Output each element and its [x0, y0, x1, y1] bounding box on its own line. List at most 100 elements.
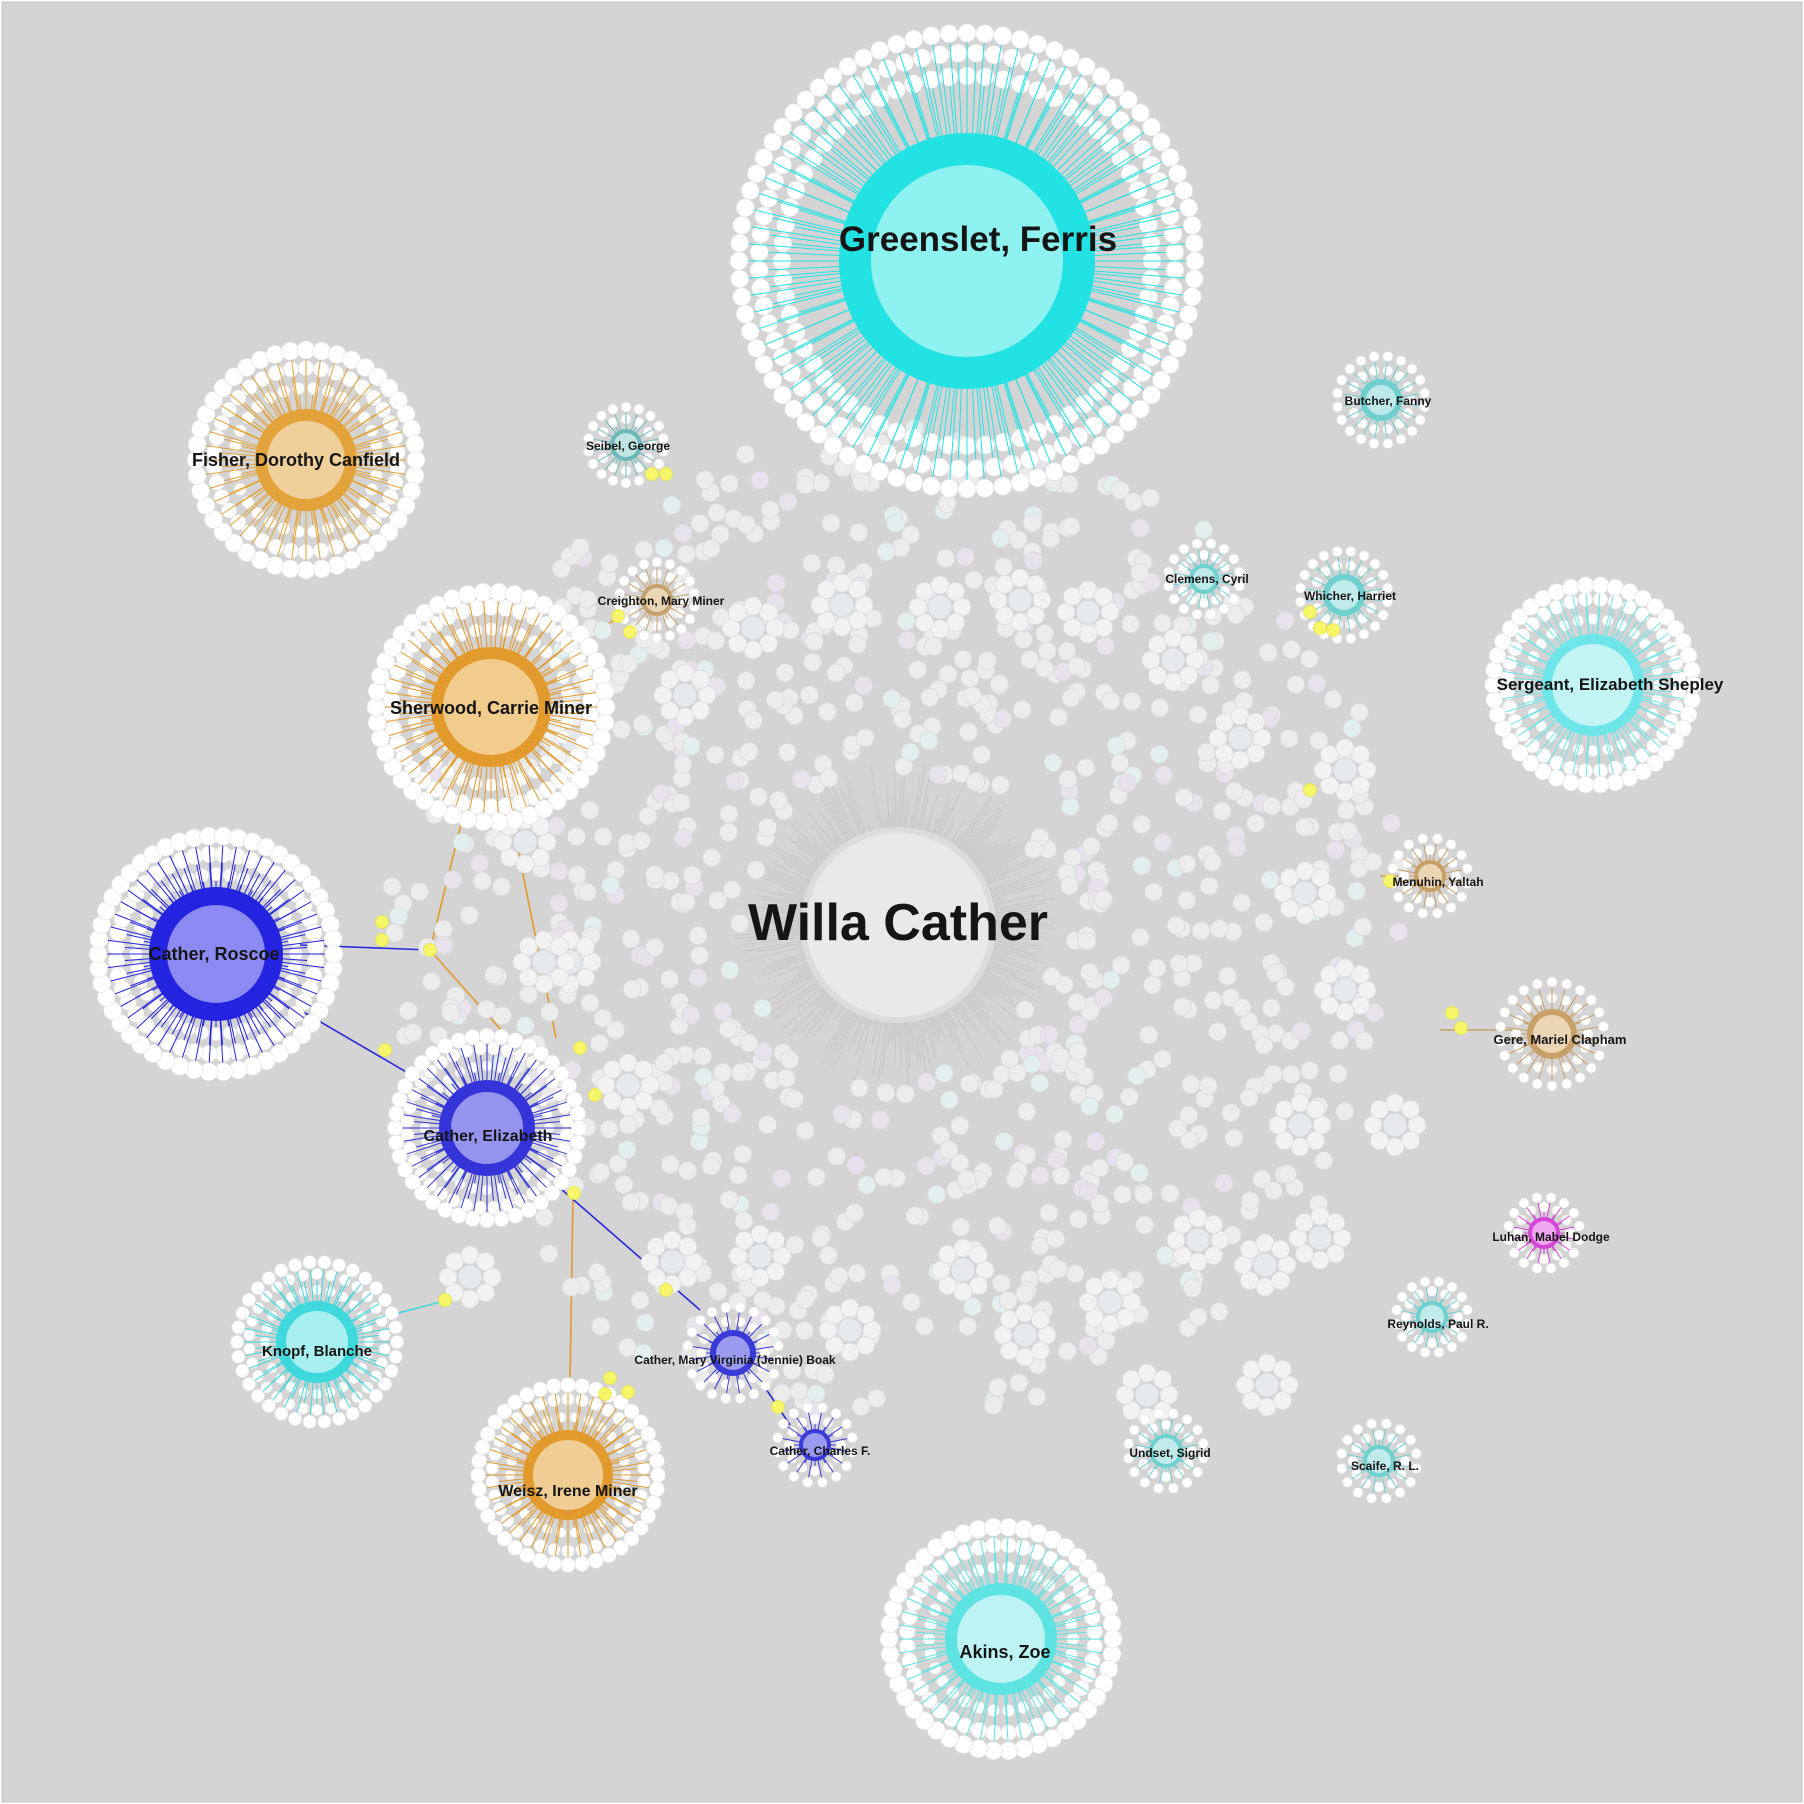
hub-label-menuhin[interactable]: Menuhin, Yaltah [1392, 875, 1483, 889]
center-leaf-node [577, 882, 597, 902]
hub-label-maryvirginia[interactable]: Cather, Mary Virginia (Jennie) Boak [634, 1353, 836, 1367]
satellite-node [1252, 1252, 1278, 1278]
hub-leaf-node [1344, 363, 1356, 375]
hub-leaf-node [809, 425, 829, 444]
satellite-node [1134, 1382, 1160, 1408]
hub-label-creighton[interactable]: Creighton, Mary Miner [598, 594, 725, 608]
hub-leaf-node [1507, 1062, 1518, 1074]
hub-label-scaife[interactable]: Scaife, R. L. [1351, 1459, 1419, 1473]
hub-label-reynolds[interactable]: Reynolds, Paul R. [1387, 1317, 1488, 1331]
hub-leaf-node [887, 34, 906, 54]
hub-label-elizabeth[interactable]: Cather, Elizabeth [424, 1128, 553, 1145]
hub-leaf-node [1594, 1007, 1605, 1018]
center-leaf-node [1060, 876, 1079, 896]
hub-label-whicher[interactable]: Whicher, Harriet [1304, 589, 1396, 603]
hub-label-akins[interactable]: Akins, Zoe [959, 1642, 1050, 1662]
hub-label-undset[interactable]: Undset, Sigrid [1129, 1446, 1210, 1460]
hub-leaf-node [288, 1258, 303, 1273]
hub-leaf-node [754, 148, 774, 167]
hub-leaf-node [1377, 609, 1389, 621]
hub-leaf-node [1142, 155, 1161, 175]
hub-leaf-node [1563, 594, 1579, 610]
center-leaf-node [1276, 977, 1295, 997]
hub-leaf-node [773, 1340, 784, 1352]
hub-leaf-node [1191, 608, 1203, 620]
hub-leaf-node [1105, 78, 1125, 97]
hub-label-charles[interactable]: Cather, Charles F. [770, 1444, 871, 1458]
hub-leaf-node [1518, 1257, 1530, 1269]
hub-leaf-node [1549, 755, 1565, 771]
hub-leaf-node [1210, 594, 1222, 606]
hub-leaf-node [1417, 833, 1428, 845]
center-leaf-node [939, 1090, 959, 1110]
hub-leaf-node [698, 1333, 710, 1345]
center-leaf-node [1291, 1022, 1310, 1041]
center-leaf-node [1093, 889, 1113, 909]
hub-leaf-node [213, 415, 230, 431]
connector-dot [573, 1041, 587, 1055]
hub-label-butcher[interactable]: Butcher, Fanny [1345, 394, 1432, 408]
hub-leaf-node [1177, 585, 1189, 597]
center-leaf-node [1240, 1191, 1260, 1211]
hub-leaf-node [1181, 1414, 1193, 1425]
hub-leaf-node [830, 1471, 842, 1482]
hub-label-sergeant[interactable]: Sergeant, Elizabeth Shepley [1497, 675, 1724, 694]
hub-leaf-node [325, 1402, 338, 1415]
hub-label-luhan[interactable]: Luhan, Mabel Dodge [1492, 1230, 1610, 1244]
hub-leaf-node [1111, 148, 1131, 168]
hub-leaf-node [265, 345, 285, 364]
center-leaf-node [893, 709, 912, 729]
hub-leaf-node [809, 1413, 821, 1425]
hub-label-seibel[interactable]: Seibel, George [586, 439, 670, 453]
hub-leaf-node [1139, 1414, 1151, 1425]
center-leaf-node [1077, 931, 1097, 951]
hub-leaf-node [231, 1320, 246, 1335]
hub-leaf-node [547, 1543, 561, 1557]
hub-leaf-node [388, 1105, 405, 1122]
hub-leaf-node [1369, 620, 1381, 632]
center-leaf-node [1349, 703, 1369, 722]
hub-leaf-node [759, 189, 778, 208]
hub-leaf-node [773, 385, 792, 405]
hub-label-gere[interactable]: Gere, Mariel Clapham [1494, 1032, 1627, 1047]
hub-leaf-node [500, 1514, 515, 1528]
hub-leaf-node [841, 1460, 852, 1472]
hub-leaf-node [627, 565, 638, 577]
hub-leaf-node [768, 1368, 780, 1380]
hub-label-roscoe[interactable]: Cather, Roscoe [148, 944, 279, 964]
satellite-node [829, 592, 855, 618]
hub-leaf-node [1518, 1197, 1530, 1209]
connector-dot [588, 1088, 602, 1102]
center-leaf-node [1134, 1185, 1154, 1204]
hub-leaf-node [568, 748, 587, 766]
hub-cluster-greenslet [729, 23, 1205, 499]
satellite-leaf-node [856, 1305, 875, 1324]
hub-leaf-node [1028, 468, 1047, 488]
hub-leaf-node [302, 1255, 317, 1270]
hub-label-clemens[interactable]: Clemens, Cyril [1165, 572, 1248, 586]
center-leaf-node [871, 1110, 890, 1130]
center-leaf-node [733, 1144, 753, 1164]
hub-leaf-node [1320, 566, 1331, 577]
hub-leaf-node [391, 1148, 408, 1165]
center-leaf-node [434, 935, 454, 955]
hub-leaf-node [645, 410, 656, 422]
hub-node-butcher [1360, 379, 1402, 421]
hub-leaf-node [707, 1372, 719, 1384]
hub-label-fisher[interactable]: Fisher, Dorothy Canfield [192, 450, 400, 470]
hub-leaf-node [1456, 849, 1467, 861]
hub-leaf-node [1522, 754, 1540, 772]
hub-cluster-weisz [470, 1377, 666, 1573]
hub-label-weisz[interactable]: Weisz, Irene Miner [498, 1483, 637, 1500]
hub-leaf-node [230, 389, 247, 406]
hub-label-knopf[interactable]: Knopf, Blanche [262, 1343, 372, 1360]
center-leaf-node [1295, 817, 1314, 837]
hub-label-sherwood[interactable]: Sherwood, Carrie Miner [390, 698, 592, 718]
hub-leaf-node [987, 1561, 1000, 1574]
hub-leaf-node [1332, 401, 1343, 413]
hub-leaf-node [1521, 1003, 1532, 1014]
hub-cluster-reynolds [1391, 1276, 1473, 1358]
hub-label-greenslet[interactable]: Greenslet, Ferris [839, 220, 1117, 259]
satellite-leaf-node [1204, 1215, 1223, 1234]
hub-leaf-node [254, 371, 271, 388]
